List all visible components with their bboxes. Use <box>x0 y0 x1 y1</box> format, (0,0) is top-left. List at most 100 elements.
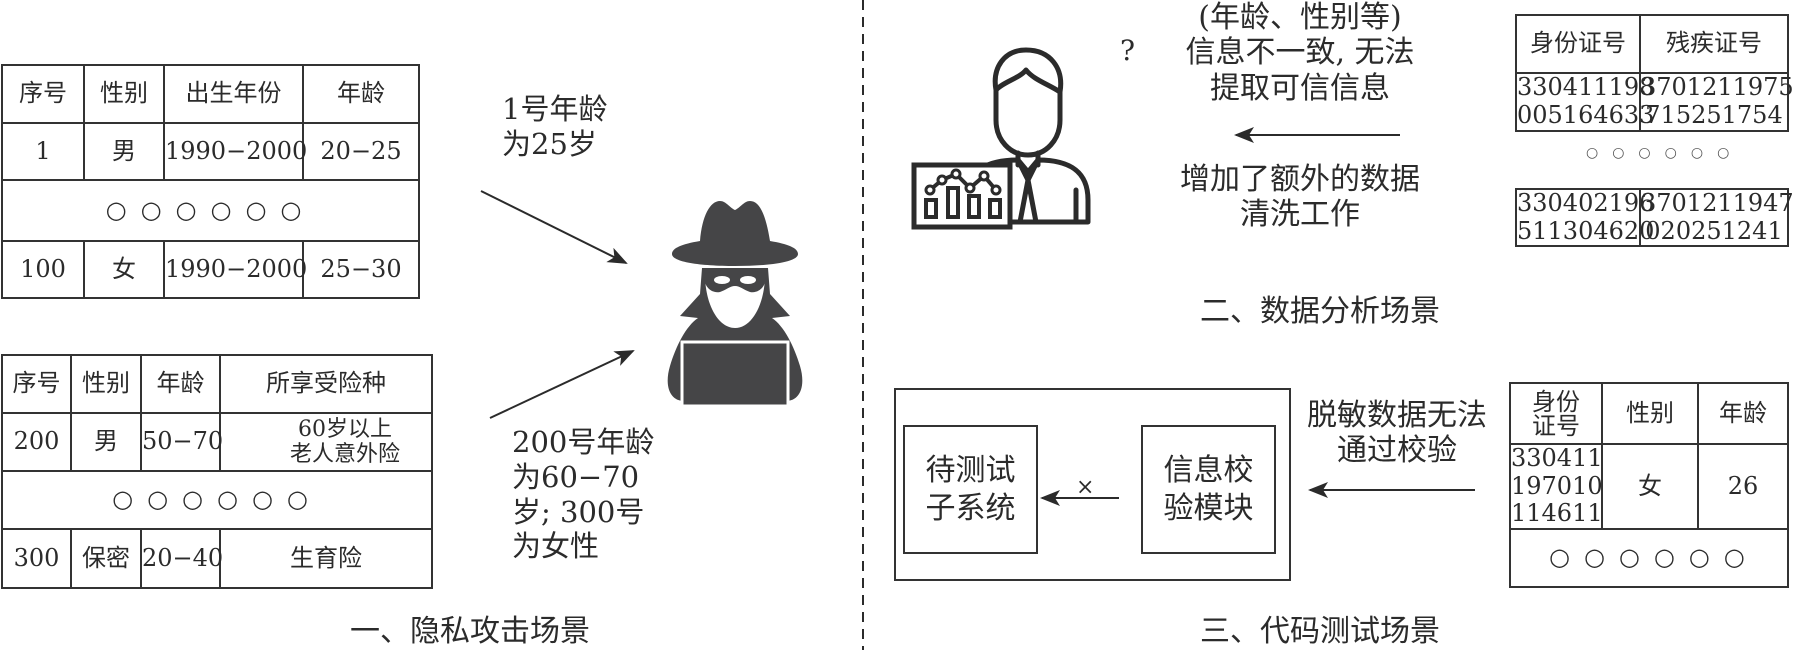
text-line: 330402196 <box>1517 189 1655 217</box>
age-cell: 26 <box>1697 443 1789 530</box>
table-anonymized-birth-data: 序号 性别 出生年份 年龄 1 男 1990−2000 20−25 ○○○○○○… <box>1 64 420 299</box>
system-container <box>894 388 1291 581</box>
table-header-row: 身份证号 残疾证号 <box>1515 14 1789 74</box>
cell: 1990−2000 <box>163 122 307 181</box>
text-line: 岁; 300号 <box>512 494 645 529</box>
text-line: 330411198 <box>1517 73 1655 102</box>
ellipsis: ○○○○○○ <box>1 179 420 242</box>
text-line: 37012119471 <box>1641 189 1793 217</box>
scenario-3-caption: 三、代码测试场景 <box>1200 614 1440 649</box>
cell: 20−25 <box>302 122 420 181</box>
text-line: 证号 <box>1532 411 1580 440</box>
header-cell: 身份证号 <box>1515 14 1641 74</box>
header-cell: 性别 <box>83 64 165 124</box>
text-line: 子系统 <box>925 490 1016 526</box>
header-cell: 序号 <box>1 64 85 124</box>
cell: 1 <box>1 122 85 181</box>
ellipsis: ○○○○○○ <box>1586 145 1744 161</box>
text-line: 为25岁 <box>502 126 597 161</box>
blocked-mark: × <box>1076 475 1095 500</box>
table-row: 300 保密 20−40 生育险 <box>1 528 433 589</box>
inference-text-2: 200号年龄 为60−70 岁; 300号 为女性 <box>512 425 654 564</box>
id-number-cell: 330411198 005164633 <box>1515 72 1655 132</box>
text-line: 信息不一致, 无法 <box>1185 35 1415 71</box>
ellipsis-row: ○○○○○○ <box>1509 527 1789 588</box>
text-line: 信息校 <box>1163 453 1254 488</box>
ellipsis-row: ○○○○○○ <box>1 470 433 530</box>
header-cell: 残疾证号 <box>1639 14 1789 74</box>
text-line: 增加了额外的数据 <box>1180 162 1420 197</box>
text-line: 330411 <box>1511 444 1603 472</box>
header-cell: 年龄 <box>1697 382 1789 445</box>
text-line: 待测试 <box>925 453 1016 488</box>
validation-failure-text: 脱敏数据无法 通过校验 <box>1292 398 1502 469</box>
text-line: 37012119750 <box>1641 73 1793 102</box>
ellipsis: ○○○○○○ <box>1509 527 1789 588</box>
cell: 生育险 <box>219 528 433 589</box>
validation-module-box: 信息校 验模块 <box>1141 425 1276 554</box>
table-row: 100 女 1990−2000 25−30 <box>1 240 420 299</box>
header-cell: 序号 <box>1 354 72 414</box>
header-cell: 出生年份 <box>163 64 304 124</box>
data-analyst-icon <box>911 47 1091 230</box>
ellipsis: ○○○○○○ <box>1 470 433 530</box>
cleaning-effort-text: 增加了额外的数据 清洗工作 <box>1170 162 1430 232</box>
header-cell-id: 身份 证号 <box>1509 382 1603 445</box>
cell: 20−40 <box>140 528 223 589</box>
text-line: (年龄、性别等) <box>1198 0 1402 35</box>
header-cell: 所享受险种 <box>219 354 433 414</box>
text-line: 验模块 <box>1163 490 1254 526</box>
disability-number-cell: 37012119471 020251241 <box>1639 187 1793 248</box>
hacker-icon <box>667 201 803 408</box>
text-line: 715251754 <box>1645 101 1783 129</box>
text-line: 511304620 <box>1517 216 1655 245</box>
header-cell: 性别 <box>70 354 142 414</box>
header-cell: 性别 <box>1601 382 1699 445</box>
cell-insurance: 60岁以上 老人意外险 <box>219 412 433 472</box>
cell: 50−70 <box>140 412 223 472</box>
cell: 男 <box>83 122 165 181</box>
cell: 200 <box>1 412 72 472</box>
arrow-line <box>489 350 635 419</box>
table-row: 200 男 50−70 60岁以上 老人意外险 <box>1 412 433 472</box>
cell: 女 <box>83 240 165 299</box>
cell: 1990−2000 <box>163 240 307 299</box>
table-header-row: 序号 性别 年龄 所享受险种 <box>1 354 433 414</box>
text-line: 身份 <box>1532 387 1580 416</box>
table-masked-data: 身份 证号 性别 年龄 330411 197010 114611 女 26 ○○… <box>1509 382 1789 588</box>
insurance-line: 老人意外险 <box>289 442 400 467</box>
id-number-cell: 330411 197010 114611 <box>1509 443 1603 530</box>
arrow-line <box>480 190 628 264</box>
table-id-disability-continued: 330402196 511304620 37012119471 02025124… <box>1515 187 1793 248</box>
text-line: 提取可信信息 <box>1210 70 1390 106</box>
inconsistency-text: (年龄、性别等) 信息不一致, 无法 提取可信信息 <box>1170 0 1430 106</box>
validation-module-label: 信息校 验模块 <box>1143 452 1274 527</box>
text-line: 005164633 <box>1517 101 1655 129</box>
text-line: 020251241 <box>1645 216 1783 245</box>
subsystem-under-test-box: 待测试 子系统 <box>903 425 1038 554</box>
header-cell: 年龄 <box>302 64 420 124</box>
cell: 男 <box>70 412 142 472</box>
text-line: 清洗工作 <box>1240 196 1360 232</box>
subsystem-label: 待测试 子系统 <box>905 452 1036 527</box>
text-line: 为60−70 <box>512 459 640 494</box>
header-cell: 年龄 <box>140 354 221 414</box>
gender-cell: 女 <box>1601 443 1699 530</box>
insurance-line: 60岁以上 <box>298 416 392 442</box>
cell: 保密 <box>70 528 142 589</box>
table-row: 330411198 005164633 37012119750 71525175… <box>1515 72 1793 132</box>
table-insurance-data: 序号 性别 年龄 所享受险种 200 男 50−70 60岁以上 老人意外险 ○… <box>1 354 433 589</box>
table-header-row: 身份 证号 性别 年龄 <box>1509 382 1789 445</box>
text-line: 197010 <box>1511 471 1603 500</box>
text-line: 脱敏数据无法 <box>1307 398 1487 433</box>
table-id-disability: 身份证号 残疾证号 330411198 005164633 3701211975… <box>1515 14 1793 132</box>
text-line: 200号年龄 <box>512 425 655 459</box>
cell: 300 <box>1 528 72 589</box>
ellipsis-row: ○○○○○○ <box>1 179 420 242</box>
table-row: 330411 197010 114611 女 26 <box>1509 443 1789 530</box>
text-line: 为女性 <box>512 529 600 564</box>
table-row: 330402196 511304620 37012119471 02025124… <box>1515 187 1793 248</box>
disability-number-cell: 37012119750 715251754 <box>1639 72 1793 132</box>
cell: 100 <box>1 240 85 299</box>
